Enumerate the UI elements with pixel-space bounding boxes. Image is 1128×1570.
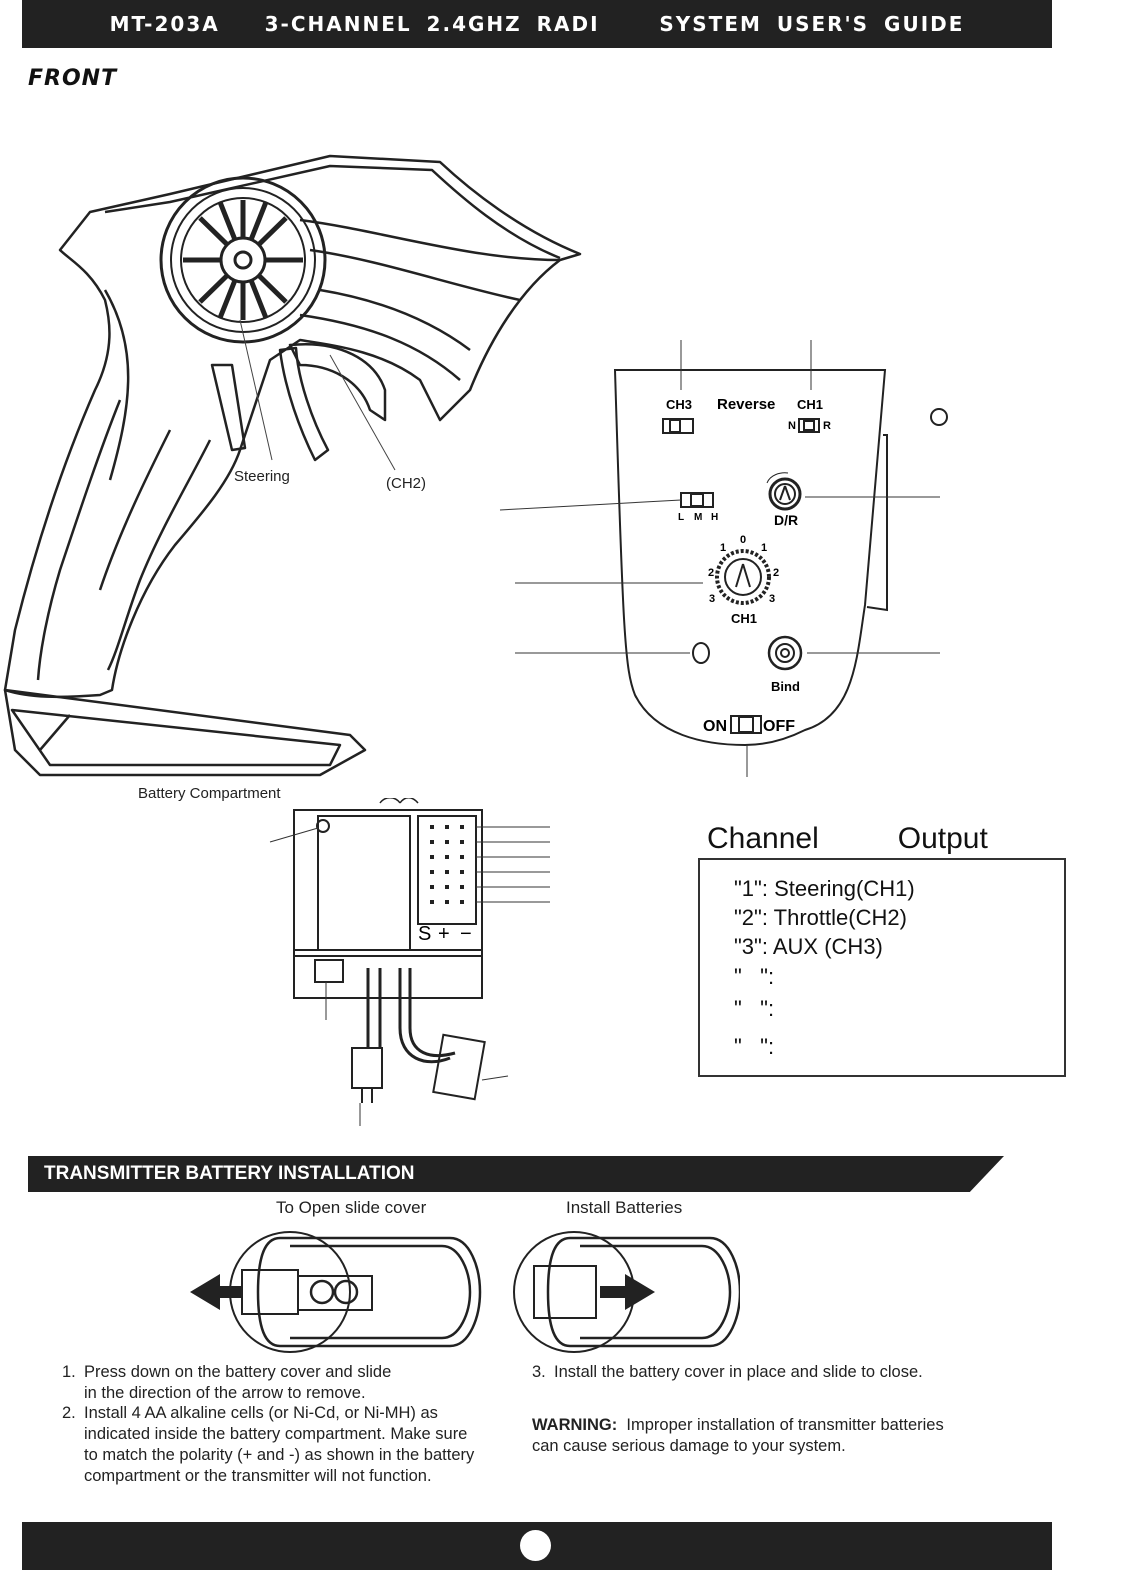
- dial-tick: 3: [709, 593, 715, 605]
- on-label: ON: [703, 718, 727, 735]
- warning-line: can cause serious damage to your system.: [532, 1437, 846, 1455]
- negative-pin-label: −: [460, 923, 472, 945]
- step-1: 1. Press down on the battery cover and sl…: [62, 1362, 522, 1404]
- front-label: FRONT: [28, 66, 118, 91]
- steering-label: Steering: [234, 468, 290, 485]
- dial-tick: 1: [761, 542, 767, 554]
- warning-label: WARNING:: [532, 1416, 618, 1434]
- off-label: OFF: [763, 718, 795, 735]
- step-2-line: indicated inside the battery compartment…: [84, 1425, 468, 1443]
- bind-label: Bind: [771, 679, 800, 694]
- channel-output-title: Channel Output: [707, 822, 988, 855]
- dial-tick: 3: [769, 593, 775, 605]
- battery-cover-illustration: [190, 1231, 740, 1353]
- positive-pin-label: +: [438, 923, 450, 945]
- h-label: H: [711, 512, 718, 523]
- open-cover-caption: To Open slide cover: [276, 1198, 427, 1217]
- dial-tick: 2: [773, 567, 779, 579]
- step-3-line: Install the battery cover in place and s…: [554, 1363, 923, 1381]
- ch2-label: (CH2): [386, 475, 426, 492]
- header-bar: MT-203A 3-CHANNEL 2.4GHZ RADI SYSTEM USE…: [22, 0, 1052, 48]
- page-title: MT-203A 3-CHANNEL 2.4GHZ RADI SYSTEM USE…: [109, 12, 965, 36]
- channel-row: "1": Steering(CH1): [734, 876, 915, 901]
- battery-section-title: TRANSMITTER BATTERY INSTALLATION: [44, 1163, 415, 1184]
- m-label: M: [694, 512, 702, 523]
- l-label: L: [678, 512, 684, 523]
- transmitter-illustration: [3, 154, 582, 777]
- dial-tick: 0: [740, 534, 746, 546]
- dr-label: D/R: [774, 512, 798, 528]
- step-1-line: in the direction of the arrow to remove.: [84, 1384, 366, 1402]
- install-batteries-caption: Install Batteries: [566, 1198, 683, 1217]
- ch1-reverse-label: CH1: [797, 397, 823, 412]
- step-3: 3. Install the battery cover in place and…: [532, 1362, 1032, 1383]
- control-panel-diagram: CH3 Reverse CH1 N R L M H D/R 3 2 1 0 1 …: [499, 340, 948, 777]
- ch3-switch-label: CH3: [666, 397, 692, 412]
- step-2-line: Install 4 AA alkaline cells (or Ni-Cd, o…: [84, 1404, 438, 1422]
- n-label: N: [788, 420, 796, 432]
- dial-tick: 1: [720, 542, 726, 554]
- channel-row: "3": AUX (CH3): [734, 934, 883, 959]
- ch1-dial-label: CH1: [731, 611, 757, 626]
- channel-row: "2": Throttle(CH2): [734, 905, 907, 930]
- step-2-line: compartment or the transmitter will not …: [84, 1467, 432, 1485]
- step-2: 2. Install 4 AA alkaline cells (or Ni-Cd,…: [62, 1403, 532, 1487]
- channel-output-box: "1": Steering(CH1) "2": Throttle(CH2) "3…: [698, 858, 1066, 1077]
- battery-compartment-label: Battery Compartment: [138, 785, 281, 802]
- channel-row: " ":: [734, 996, 775, 1021]
- page-number-dot: [520, 1530, 551, 1561]
- battery-section-bar: TRANSMITTER BATTERY INSTALLATION: [28, 1156, 1004, 1192]
- step-3-number: 3.: [532, 1363, 546, 1381]
- dial-tick: 2: [708, 567, 714, 579]
- channel-row: " ":: [734, 964, 775, 989]
- step-2-line: to match the polarity (+ and -) as shown…: [84, 1446, 475, 1464]
- step-1-number: 1.: [62, 1363, 76, 1381]
- warning: WARNING: Improper installation of transm…: [532, 1415, 1032, 1457]
- step-2-number: 2.: [62, 1404, 76, 1422]
- r-label: R: [823, 420, 831, 432]
- footer-bar: [22, 1522, 1052, 1570]
- warning-line: Improper installation of transmitter bat…: [626, 1416, 944, 1434]
- signal-pin-label: S: [418, 923, 431, 945]
- reverse-label: Reverse: [717, 396, 775, 413]
- channel-row: " ":: [734, 1034, 775, 1059]
- receiver-diagram: S + −: [269, 798, 550, 1126]
- step-1-line: Press down on the battery cover and slid…: [84, 1363, 392, 1381]
